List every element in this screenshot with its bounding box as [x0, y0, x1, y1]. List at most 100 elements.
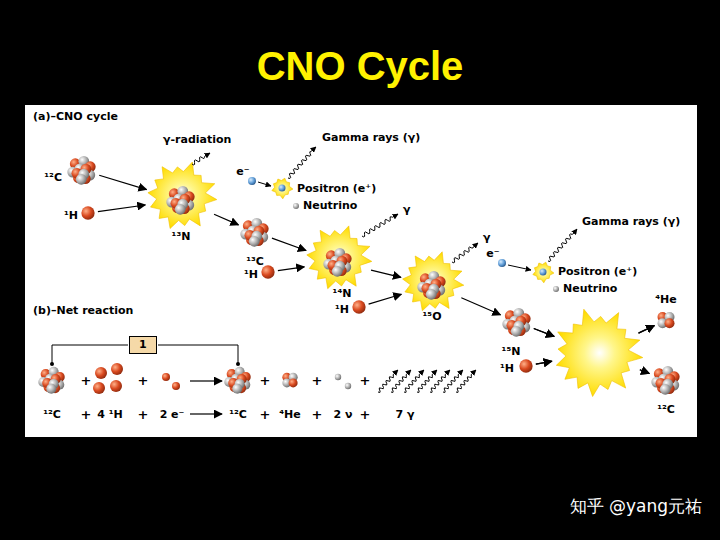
reaction-arrow — [534, 329, 649, 374]
electron-arrow — [508, 265, 531, 270]
reaction-arrow — [536, 361, 649, 373]
nucleon — [232, 384, 242, 394]
nucleus-label: ¹²C — [44, 172, 62, 185]
equation-term: 2 ν — [334, 409, 353, 422]
arrow-line — [536, 361, 552, 364]
bracket-dot — [50, 362, 54, 366]
plus-sign: + — [81, 408, 92, 423]
arrow-line — [640, 370, 649, 374]
arrow-line — [369, 294, 402, 304]
nucleon — [665, 318, 675, 328]
nucleon — [46, 384, 56, 394]
gamma-label: Gamma rays (γ) — [582, 216, 680, 229]
step-box: 1 — [129, 336, 157, 355]
positron — [279, 185, 286, 192]
nucleus-label: ¹⁵N — [502, 346, 521, 359]
gamma-ray — [443, 370, 463, 392]
arrow-line — [534, 329, 554, 337]
nucleon — [289, 378, 298, 387]
reaction-arrow — [98, 205, 145, 212]
white-panel — [25, 105, 697, 437]
electron-arrow — [258, 182, 271, 186]
proton: ¹H — [261, 265, 275, 279]
nucleus: ¹⁴N — [323, 247, 353, 277]
nucleus-label: ¹H — [335, 304, 349, 317]
electron — [498, 259, 506, 267]
particle-shape — [81, 206, 95, 220]
particle-shape — [166, 185, 196, 215]
nucleon — [76, 174, 87, 185]
proton — [95, 367, 107, 379]
proton: ¹H — [352, 300, 366, 314]
electron — [172, 382, 180, 390]
nucleus-label: ¹H — [64, 210, 78, 223]
plus-sign: + — [81, 374, 92, 389]
equation-term: ¹²C — [43, 409, 61, 422]
nucleus-label: ¹²C — [657, 404, 675, 417]
nucleus: ¹³C — [240, 217, 270, 247]
arrow-line — [638, 326, 654, 334]
proton: ¹H — [81, 206, 95, 220]
equation-term: 7 γ — [396, 409, 415, 422]
gamma-label: γ — [403, 204, 411, 217]
reaction-arrow — [371, 270, 401, 277]
nucleus-label: ⁴He — [655, 294, 676, 307]
callout-number: 1 — [139, 339, 147, 352]
positron — [540, 269, 547, 276]
reaction-arrow — [534, 326, 654, 337]
panel-heading: (a)–CNO cycle — [33, 111, 118, 124]
neutrino — [293, 203, 299, 209]
nucleus: ¹⁵O — [417, 270, 447, 300]
gamma-ray — [192, 153, 210, 165]
particle-shape — [240, 217, 270, 247]
reaction-arrow — [190, 380, 222, 381]
gamma-label: γ — [483, 232, 491, 245]
gamma-label: Gamma rays (γ) — [322, 132, 420, 145]
gamma-ray — [430, 370, 450, 392]
nucleus: ¹³N — [166, 185, 196, 215]
gamma-ray — [548, 229, 577, 261]
equation-term: 2 e⁻ — [160, 409, 185, 422]
arrow-line — [640, 370, 649, 374]
particle-shape — [519, 359, 533, 373]
energy-flash — [533, 262, 554, 283]
reaction-arrow — [190, 413, 222, 414]
particle-label: Neutrino — [303, 200, 357, 213]
particle-label: e⁻ — [486, 248, 499, 261]
particle-shape — [261, 265, 275, 279]
equation-term: ⁴He — [279, 409, 300, 422]
plus-sign: + — [260, 408, 271, 423]
particle-shape — [651, 365, 681, 395]
nucleon — [332, 266, 343, 277]
particle-label: e⁻ — [236, 166, 249, 179]
arrow-line — [278, 267, 304, 271]
neutrino — [345, 383, 351, 389]
particle-label: Positron (e⁺) — [558, 266, 637, 279]
gamma-ray — [452, 243, 478, 263]
particle-shape — [323, 247, 353, 277]
equation-term: 4 ¹H — [97, 409, 123, 422]
gamma-ray — [378, 370, 398, 392]
plus-sign: + — [312, 408, 323, 423]
proton — [352, 300, 365, 313]
gamma-ray — [288, 147, 316, 178]
neutrino — [335, 374, 341, 380]
reaction-arrow — [278, 267, 304, 271]
reaction-arrow — [461, 298, 500, 315]
plus-sign: + — [360, 408, 371, 423]
nucleus: ¹²C — [67, 155, 97, 185]
particle-shape — [417, 270, 447, 300]
particle-label: Positron (e⁺) — [297, 183, 376, 196]
nucleus: ¹⁵N — [502, 307, 532, 337]
slide-title: CNO Cycle — [0, 43, 720, 89]
nucleus-label: ¹H — [244, 269, 258, 282]
gamma-ray — [456, 370, 476, 392]
gamma-ray — [391, 370, 411, 392]
particle-shape — [502, 307, 532, 337]
proton: ¹H — [519, 359, 533, 373]
energy-flash — [307, 226, 372, 289]
arrow-line — [534, 329, 554, 337]
reaction-arrow — [536, 326, 654, 365]
neutrino — [553, 286, 559, 292]
gamma-ray — [404, 370, 424, 392]
